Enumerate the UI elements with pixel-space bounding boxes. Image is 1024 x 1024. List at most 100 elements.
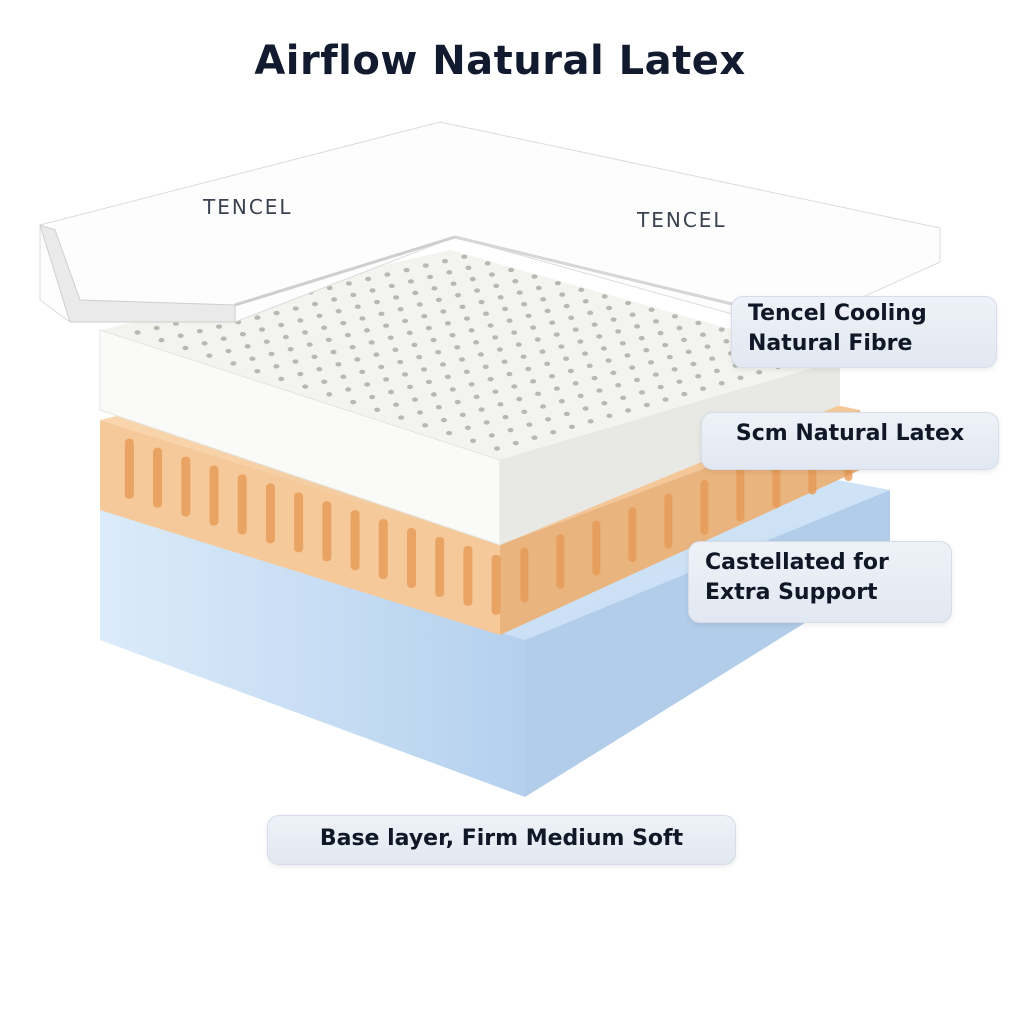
ventilation-hole — [206, 353, 213, 358]
ventilation-hole — [535, 391, 542, 397]
ventilation-hole — [431, 286, 438, 291]
ventilation-hole — [619, 341, 626, 346]
ventilation-hole — [435, 350, 442, 355]
ventilation-hole — [306, 342, 313, 347]
ventilation-hole — [292, 359, 299, 364]
ventilation-hole — [354, 357, 361, 362]
ventilation-hole — [249, 356, 256, 361]
ventilation-hole — [302, 384, 309, 389]
label-line: Extra Support — [705, 580, 878, 605]
ventilation-hole — [563, 303, 570, 309]
ventilation-hole — [540, 297, 547, 302]
latex-label: Scm Natural Latex — [701, 412, 999, 470]
castellation-slot — [463, 545, 473, 606]
ventilation-hole — [601, 400, 608, 406]
ventilation-hole — [407, 279, 414, 284]
ventilation-hole — [344, 332, 351, 338]
ventilation-hole — [374, 407, 381, 413]
ventilation-hole — [297, 318, 304, 323]
label-line: Castellated for — [705, 550, 889, 575]
ventilation-hole — [340, 374, 347, 379]
ventilation-hole — [435, 405, 442, 410]
ventilation-hole — [508, 267, 515, 273]
ventilation-hole — [427, 274, 434, 280]
ventilation-hole — [373, 299, 380, 305]
ventilation-hole — [487, 323, 494, 328]
ventilation-hole — [335, 362, 342, 367]
ventilation-hole — [563, 356, 570, 361]
ventilation-hole — [402, 318, 409, 324]
ventilation-hole — [325, 337, 332, 343]
ventilation-hole — [473, 340, 480, 345]
ventilation-hole — [600, 346, 607, 351]
castellation-slot — [592, 520, 601, 576]
ventilation-hole — [292, 306, 299, 311]
ventilation-hole — [273, 310, 280, 316]
ventilation-hole — [553, 332, 560, 337]
ventilation-hole — [606, 305, 613, 311]
ventilation-hole — [685, 349, 692, 355]
ventilation-hole — [493, 283, 500, 289]
ventilation-hole — [478, 299, 485, 305]
ventilation-hole — [515, 342, 522, 347]
ventilation-hole — [666, 354, 673, 360]
ventilation-hole — [421, 314, 428, 319]
ventilation-hole — [520, 354, 527, 359]
ventilation-hole — [387, 335, 394, 340]
ventilation-hole — [326, 285, 333, 291]
ventilation-hole — [511, 330, 518, 335]
castellation-slot — [628, 507, 637, 563]
ventilation-hole — [439, 362, 446, 367]
ventilation-hole — [525, 313, 532, 319]
ventilation-hole — [482, 364, 489, 369]
label-line: Tencel Cooling — [748, 301, 927, 326]
ventilation-hole — [446, 430, 453, 436]
ventilation-hole — [690, 361, 697, 367]
castellation-slot — [294, 492, 304, 553]
ventilation-hole — [244, 344, 251, 349]
ventilation-hole — [526, 422, 533, 427]
ventilation-hole — [610, 370, 617, 376]
ventilation-hole — [278, 376, 285, 382]
ventilation-hole — [695, 320, 702, 326]
ventilation-hole — [134, 330, 141, 335]
ventilation-hole — [359, 316, 366, 321]
ventilation-hole — [458, 357, 465, 362]
ventilation-hole — [568, 424, 575, 429]
castellation-slot — [491, 554, 501, 615]
ventilation-hole — [359, 369, 366, 375]
ventilation-hole — [549, 320, 556, 325]
ventilation-hole — [311, 301, 318, 307]
ventilation-hole — [421, 367, 428, 372]
ventilation-hole — [638, 390, 645, 395]
ventilation-hole — [470, 438, 477, 444]
ventilation-hole — [268, 351, 275, 357]
ventilation-hole — [578, 287, 585, 293]
ventilation-hole — [345, 387, 352, 392]
castellation-slot — [520, 547, 529, 603]
ventilation-hole — [287, 347, 294, 352]
ventilation-hole — [220, 336, 227, 341]
ventilation-hole — [383, 323, 390, 328]
ventilation-hole — [454, 399, 461, 405]
ventilation-hole — [430, 392, 437, 397]
ventilation-hole — [469, 276, 476, 282]
ventilation-hole — [416, 354, 423, 360]
ventilation-hole — [516, 396, 523, 402]
ventilation-hole — [553, 386, 560, 391]
ventilation-hole — [591, 375, 598, 381]
castellation-slot — [265, 483, 275, 544]
ventilation-hole — [259, 327, 266, 332]
ventilation-hole — [648, 307, 655, 312]
ventilation-hole — [468, 382, 475, 387]
ventilation-hole — [507, 427, 514, 433]
castellation-slot — [153, 447, 163, 508]
ventilation-hole — [354, 304, 361, 309]
ventilation-hole — [497, 402, 504, 407]
ventilation-hole — [587, 419, 594, 424]
castellation-slot — [700, 480, 709, 536]
ventilation-hole — [582, 406, 589, 411]
ventilation-hole — [511, 384, 518, 389]
castellation-slot — [378, 519, 388, 580]
ventilation-hole — [365, 276, 372, 282]
